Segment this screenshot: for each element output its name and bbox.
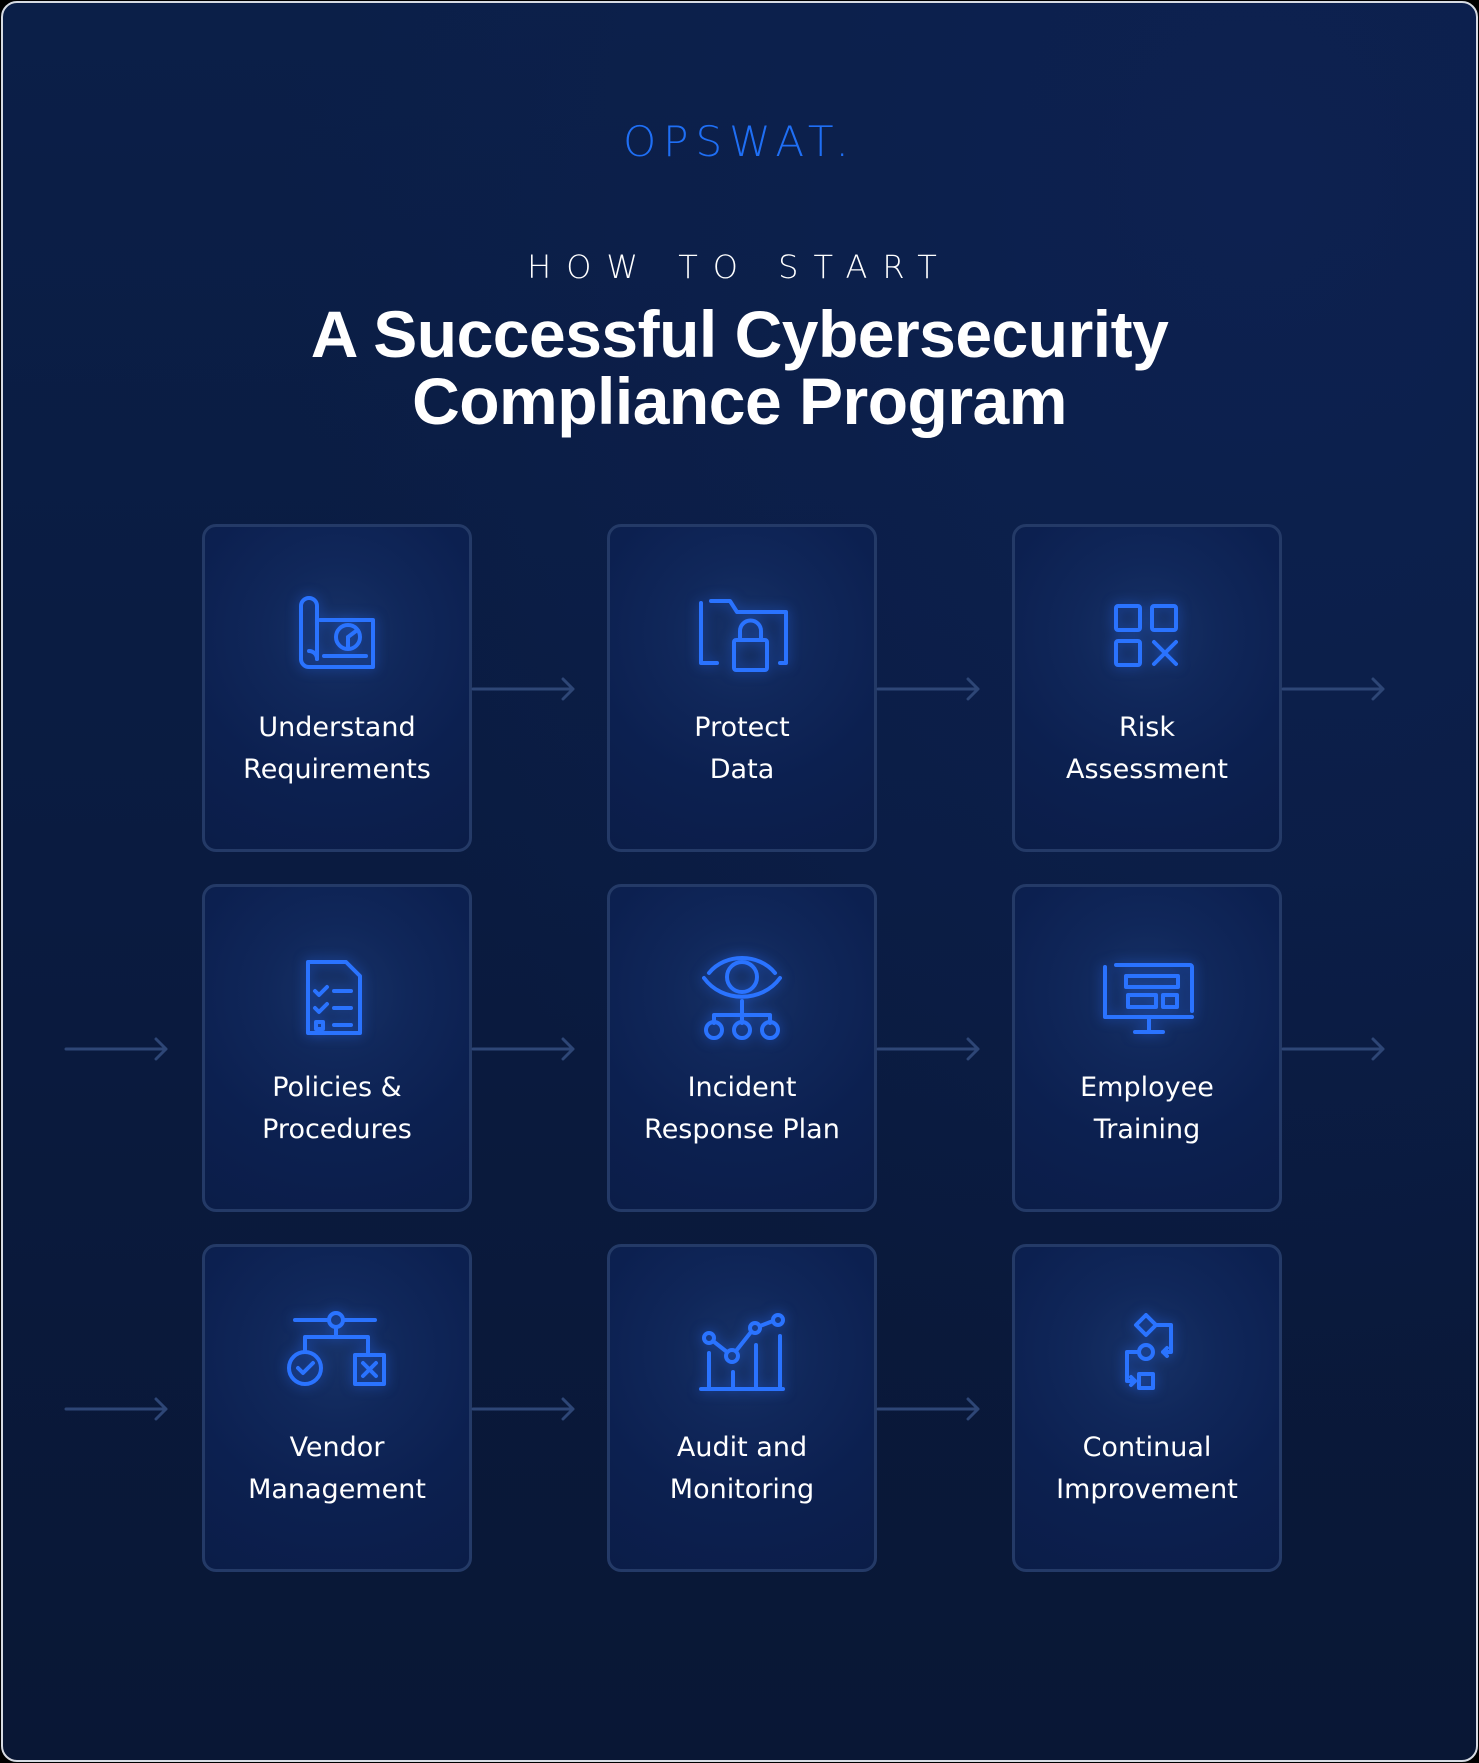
step-label: Risk Assessment [1066,712,1228,785]
arrow-right-icon [471,677,577,701]
arrow-right-icon [1281,1037,1387,1061]
step-label: Understand Requirements [243,712,431,785]
kicker-heading: HOW TO START [527,248,952,286]
monitor-layout-icon [1092,945,1202,1045]
arrow-right-icon [471,1397,577,1421]
arrow-right-icon [876,1037,982,1061]
step-label: Protect Data [694,712,790,785]
hierarchy-check-x-icon [282,1305,392,1405]
title-line-2: Compliance Program [412,364,1067,438]
bar-line-chart-icon [687,1305,797,1405]
arrow-right-icon [1281,677,1387,701]
arrow-right-icon [876,677,982,701]
checklist-document-icon [282,945,392,1045]
step-card-incident-response-plan: Incident Response Plan [607,884,877,1212]
folder-lock-icon [687,585,797,685]
flowchart-cycle-icon [1092,1305,1202,1405]
arrow-right-icon [471,1037,577,1061]
step-card-risk-assessment: Risk Assessment [1012,524,1282,852]
step-label: Continual Improvement [1056,1432,1238,1505]
step-label: Incident Response Plan [644,1072,840,1145]
step-label: Audit and Monitoring [669,1432,815,1505]
step-card-vendor-management: Vendor Management [202,1244,472,1572]
step-card-understand-requirements: Understand Requirements [202,524,472,852]
title-line-1: A Successful Cybersecurity [310,297,1169,371]
step-label: Policies & Procedures [262,1072,412,1145]
blueprint-chart-icon [282,585,392,685]
step-label: Employee Training [1080,1072,1214,1145]
step-card-protect-data: Protect Data [607,524,877,852]
step-card-policies-procedures: Policies & Procedures [202,884,472,1212]
arrow-right-icon [876,1397,982,1421]
page-title: A Successful Cybersecurity Compliance Pr… [3,301,1476,435]
arrow-right-icon [64,1037,170,1061]
step-card-continual-improvement: Continual Improvement [1012,1244,1282,1572]
arrow-right-icon [64,1397,170,1421]
step-label: Vendor Management [248,1432,426,1505]
step-card-employee-training: Employee Training [1012,884,1282,1212]
step-card-audit-monitoring: Audit and Monitoring [607,1244,877,1572]
eye-network-icon [687,945,797,1045]
opswat-logo: OPSWAT. [623,117,856,166]
grid-x-icon [1092,585,1202,685]
